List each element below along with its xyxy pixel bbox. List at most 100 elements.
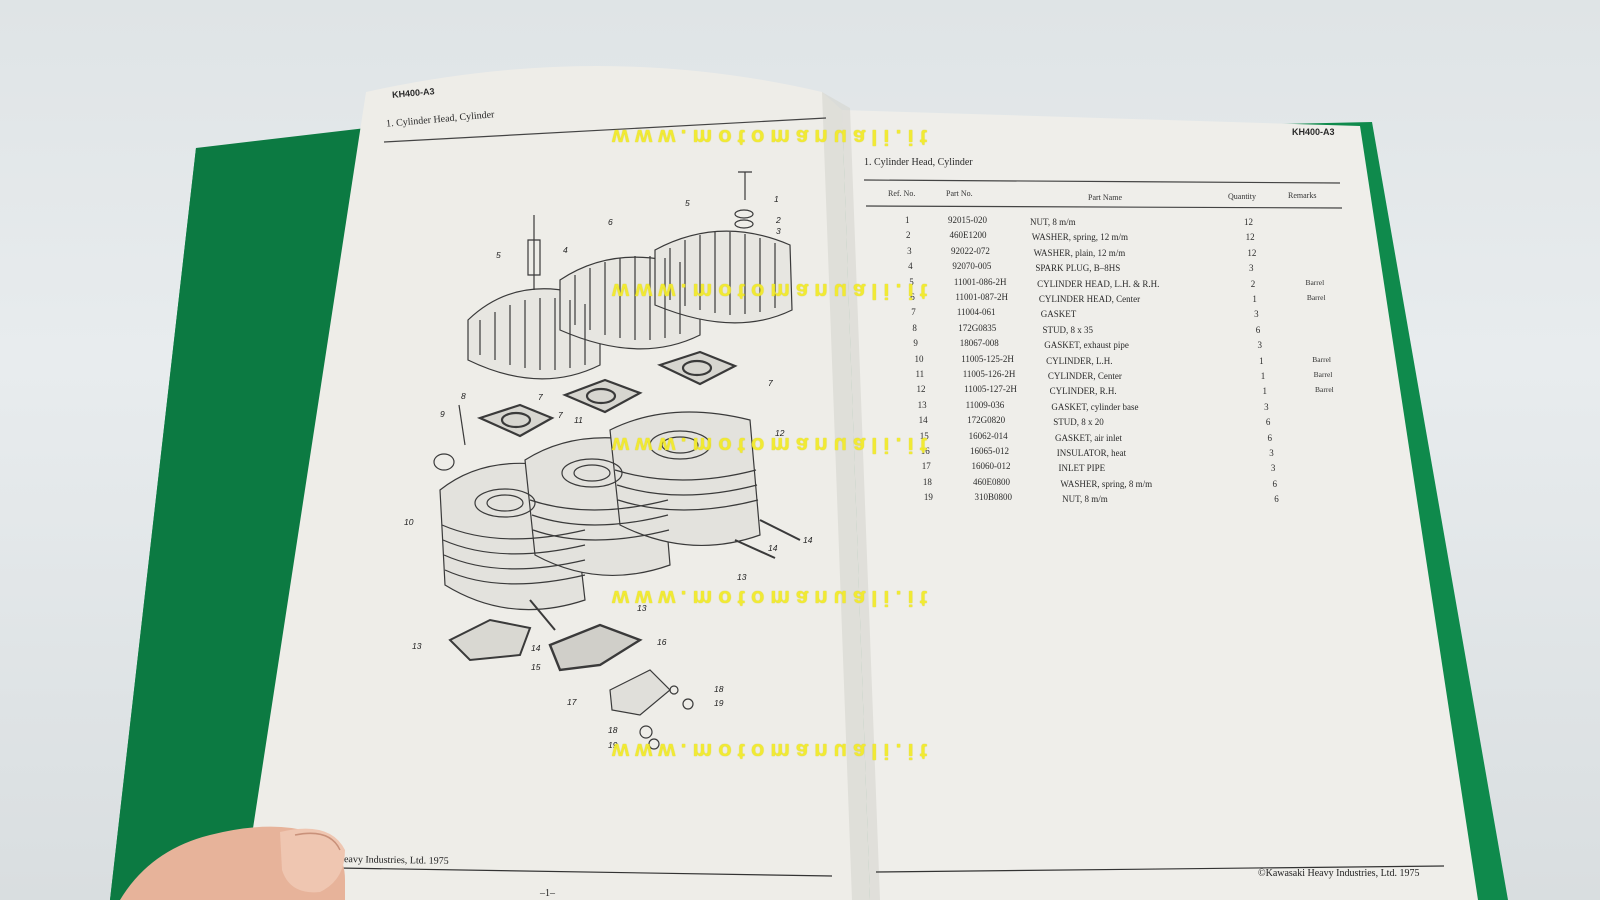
cell-part-no: 11001-086-2H [953, 276, 1007, 287]
callout-13a: 13 [737, 572, 747, 582]
cell-part-no: 460E1200 [949, 230, 987, 241]
cell-part-name: WASHER, plain, 12 m/m [1033, 247, 1126, 258]
cell-part-no: 11004-061 [956, 307, 996, 318]
cell-ref-no: 7 [911, 307, 916, 318]
cell-quantity: 1 [1262, 386, 1267, 397]
col-part-no: Part No. [946, 189, 973, 198]
cell-part-no: 16060-012 [971, 461, 1011, 472]
cell-ref-no: 4 [908, 261, 913, 272]
cell-part-no: 18067-008 [959, 338, 999, 349]
cell-quantity: 6 [1265, 417, 1271, 428]
callout-18b: 18 [608, 725, 618, 735]
cell-part-no: 92070-005 [952, 261, 992, 272]
cell-ref-no: 8 [912, 322, 917, 333]
cell-part-no: 11005-125-2H [961, 353, 1014, 364]
cell-part-name: CYLINDER HEAD, Center [1038, 294, 1141, 304]
callout-15: 15 [531, 662, 541, 672]
cell-part-name: STUD, 8 x 35 [1042, 324, 1093, 335]
callout-6: 6 [608, 217, 613, 227]
cell-ref-no: 1 [905, 215, 910, 225]
cell-quantity: 6 [1272, 478, 1278, 489]
callout-18a: 18 [714, 684, 724, 694]
callout-10: 10 [404, 517, 414, 527]
right-page [842, 110, 1478, 900]
cell-part-name: GASKET, exhaust pipe [1044, 340, 1129, 351]
right-section-title: 1. Cylinder Head, Cylinder [864, 157, 973, 168]
cell-ref-no: 16 [920, 446, 930, 456]
callout-13b: 13 [637, 603, 647, 613]
cell-quantity: 6 [1274, 494, 1279, 505]
cell-part-no: 172G0835 [958, 322, 997, 333]
cell-part-no: 16065-012 [970, 446, 1010, 456]
cell-part-name: CYLINDER HEAD, L.H. & R.H. [1037, 278, 1160, 289]
callout-14b: 14 [768, 543, 778, 553]
callout-2: 2 [776, 215, 781, 225]
cell-part-name: WASHER, spring, 12 m/m [1031, 232, 1129, 243]
cell-part-name: GASKET, air inlet [1054, 432, 1123, 443]
cell-part-no: 92015-020 [948, 215, 987, 225]
cell-remarks: Barrel [1313, 370, 1333, 379]
cell-ref-no: 13 [917, 399, 927, 410]
cell-part-name: CYLINDER, Center [1047, 371, 1122, 381]
cell-remarks: Barrel [1306, 293, 1326, 302]
cell-part-no: 16062-014 [968, 430, 1008, 441]
cell-quantity: 2 [1250, 278, 1256, 289]
cell-part-no: 11005-127-2H [964, 384, 1017, 395]
col-ref-no: Ref. No. [888, 189, 916, 198]
cell-ref-no: 15 [919, 430, 929, 441]
cell-ref-no: 14 [918, 415, 928, 426]
cell-quantity: 1 [1260, 371, 1266, 381]
cell-ref-no: 10 [914, 353, 924, 364]
cell-ref-no: 19 [923, 492, 933, 503]
cell-ref-no: 6 [910, 292, 915, 302]
callout-7b: 7 [538, 392, 543, 402]
cell-part-name: GASKET, cylinder base [1051, 401, 1139, 412]
cell-quantity: 1 [1259, 355, 1264, 366]
gasket-illustration [476, 350, 738, 438]
callout-19a: 19 [714, 698, 724, 708]
cell-part-name: NUT, 8 m/m [1030, 217, 1076, 227]
cell-quantity: 6 [1255, 324, 1261, 335]
callout-13c: 13 [412, 641, 422, 651]
cell-part-no: 92022-072 [950, 245, 990, 256]
callout-14c: 14 [531, 643, 541, 653]
callout-3: 3 [776, 226, 781, 236]
cell-ref-no: 11 [915, 369, 925, 379]
cell-part-name: CYLINDER, L.H. [1046, 355, 1113, 366]
callout-14a: 14 [803, 535, 813, 545]
callout-8: 8 [461, 391, 466, 401]
callout-19b: 19 [608, 740, 618, 750]
callout-17: 17 [567, 697, 577, 707]
callout-11: 11 [574, 415, 583, 425]
exploded-diagram [433, 171, 801, 750]
cell-part-no: 310B0800 [974, 492, 1012, 503]
callout-9: 9 [440, 409, 445, 419]
right-model-code: KH400-A3 [1292, 127, 1335, 137]
cell-ref-no: 2 [906, 230, 911, 241]
cylinder-head-illustration [467, 230, 793, 380]
cell-ref-no: 9 [913, 338, 918, 349]
right-footer: ©Kawasaki Heavy Industries, Ltd. 1975 [1258, 868, 1420, 879]
callout-7c: 7 [558, 410, 563, 420]
cell-ref-no: 17 [921, 461, 931, 472]
callout-7a: 7 [768, 378, 773, 388]
cell-part-no: 460E0800 [972, 476, 1010, 487]
callout-4: 4 [563, 245, 568, 255]
cell-quantity: 3 [1254, 309, 1259, 320]
callout-5: 5 [685, 198, 690, 208]
callout-5b: 5 [496, 250, 501, 260]
cell-quantity: 12 [1247, 247, 1257, 258]
cell-part-name: WASHER, spring, 8 m/m [1060, 478, 1153, 489]
cell-part-name: STUD, 8 x 20 [1053, 417, 1104, 428]
col-remarks: Remarks [1288, 191, 1317, 200]
cell-ref-no: 5 [909, 276, 914, 287]
callout-1: 1 [774, 194, 779, 204]
cell-remarks: Barrel [1305, 277, 1325, 287]
cell-quantity: 3 [1264, 401, 1269, 412]
cell-part-name: CYLINDER, R.H. [1049, 386, 1117, 397]
cell-part-name: NUT, 8 m/m [1062, 494, 1108, 505]
cell-remarks: Barrel [1315, 385, 1334, 395]
cylinder-illustration [439, 411, 761, 611]
